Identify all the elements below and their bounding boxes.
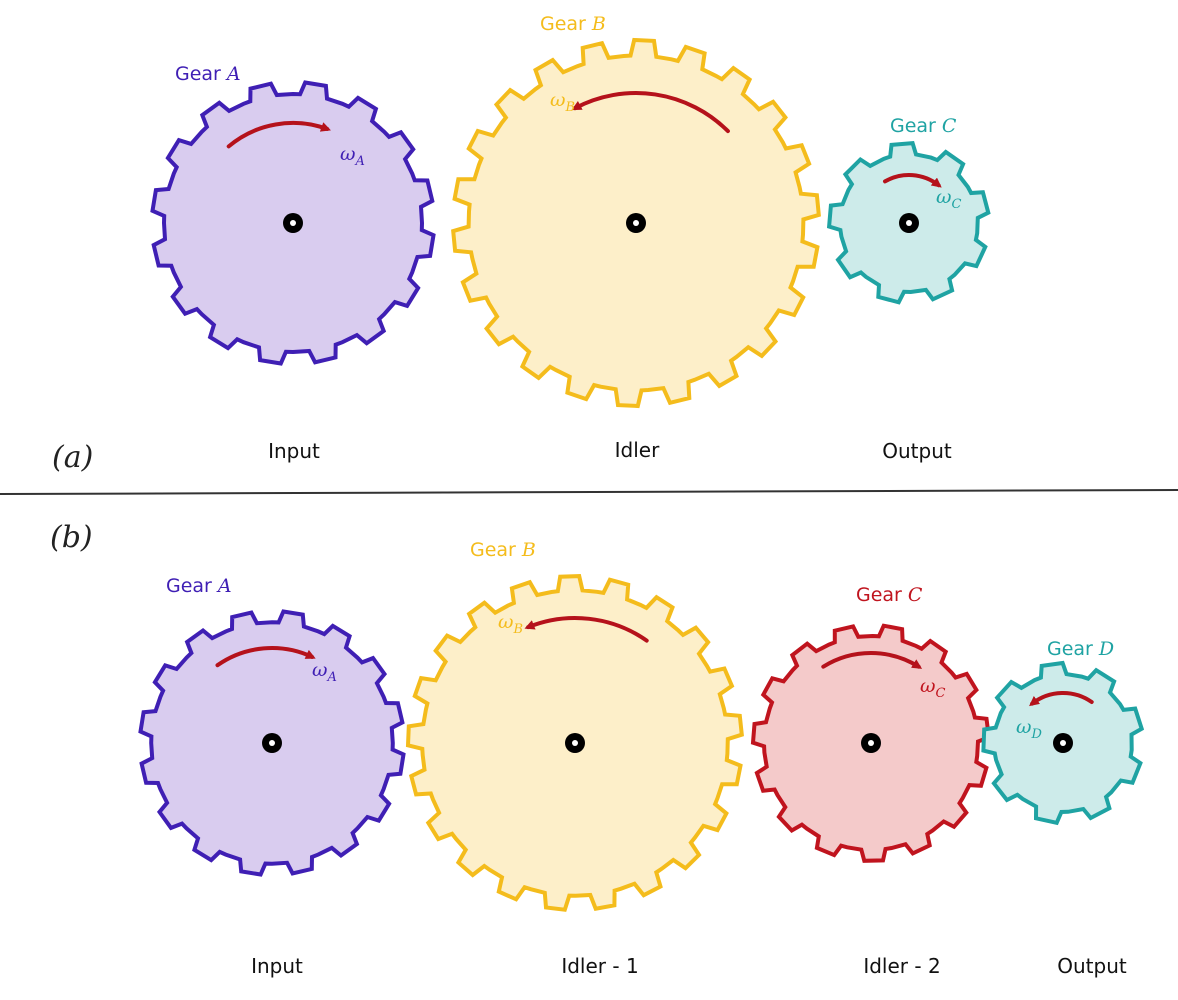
- gear-b-c-rotation-arrow: [821, 651, 923, 669]
- gear-b-b-role: Idler - 1: [561, 954, 638, 978]
- gear-a-a: Gear A ωA Input: [150, 63, 436, 463]
- gear-a-b-name: Gear B: [540, 13, 606, 35]
- gear-a-c-role: Output: [882, 439, 952, 463]
- gear-a-b-rotation-arrow: [571, 91, 730, 134]
- gear-b-d: Gear D ωD Output: [981, 638, 1145, 978]
- gear-b-a-role: Input: [251, 954, 303, 978]
- gear-b-c-role: Idler - 2: [863, 954, 940, 978]
- gear-b-d-name: Gear D: [1047, 638, 1114, 660]
- gear-b-a-omega-label: ωA: [312, 659, 337, 685]
- gear-a-a-omega-label: ωA: [340, 143, 365, 169]
- gear-b-a: Gear A ωA Input: [138, 575, 406, 978]
- gear-b-b-rotation-arrow: [524, 616, 649, 643]
- gear-a-c: Gear C ωC Output: [826, 115, 991, 463]
- panel-b-label: (b): [50, 520, 93, 555]
- gear-b-b: Gear B ωB Idler - 1: [405, 539, 744, 978]
- gear-a-a-role: Input: [268, 439, 320, 463]
- gear-b-c-omega-label: ωC: [920, 675, 946, 701]
- gear-b-d-role: Output: [1057, 954, 1127, 978]
- gear-b-a-name: Gear A: [166, 575, 232, 597]
- gear-a-b: Gear B ωB Idler: [451, 13, 821, 462]
- gear-a-c-name: Gear C: [890, 115, 957, 137]
- gear-a-c-rotation-arrow: [883, 173, 942, 188]
- gear-a-b-role: Idler: [615, 438, 660, 462]
- panel-divider: [0, 489, 1178, 495]
- gear-b-c-name: Gear C: [856, 584, 923, 606]
- panel-b: (b) Gear A ωA Input Gear B ωB Idler - 1 …: [50, 520, 1145, 978]
- gear-a-b-omega-label: ωB: [550, 89, 575, 115]
- gear-a-c-omega-label: ωC: [936, 186, 962, 212]
- panel-a: (a) Gear A ωA Input Gear B ωB Idler Gear…: [52, 13, 991, 475]
- gear-b-a-rotation-arrow: [215, 646, 316, 668]
- gear-b-d-rotation-arrow: [1029, 690, 1094, 707]
- panel-a-label: (a): [52, 440, 93, 475]
- gear-b-d-omega-label: ωD: [1016, 716, 1043, 742]
- gear-b-c: Gear C ωC Idler - 2: [750, 584, 992, 978]
- gear-b-b-omega-label: ωB: [498, 611, 523, 637]
- gear-a-a-rotation-arrow: [226, 121, 331, 149]
- gear-a-a-name: Gear A: [175, 63, 241, 85]
- gear-b-b-name: Gear B: [470, 539, 536, 561]
